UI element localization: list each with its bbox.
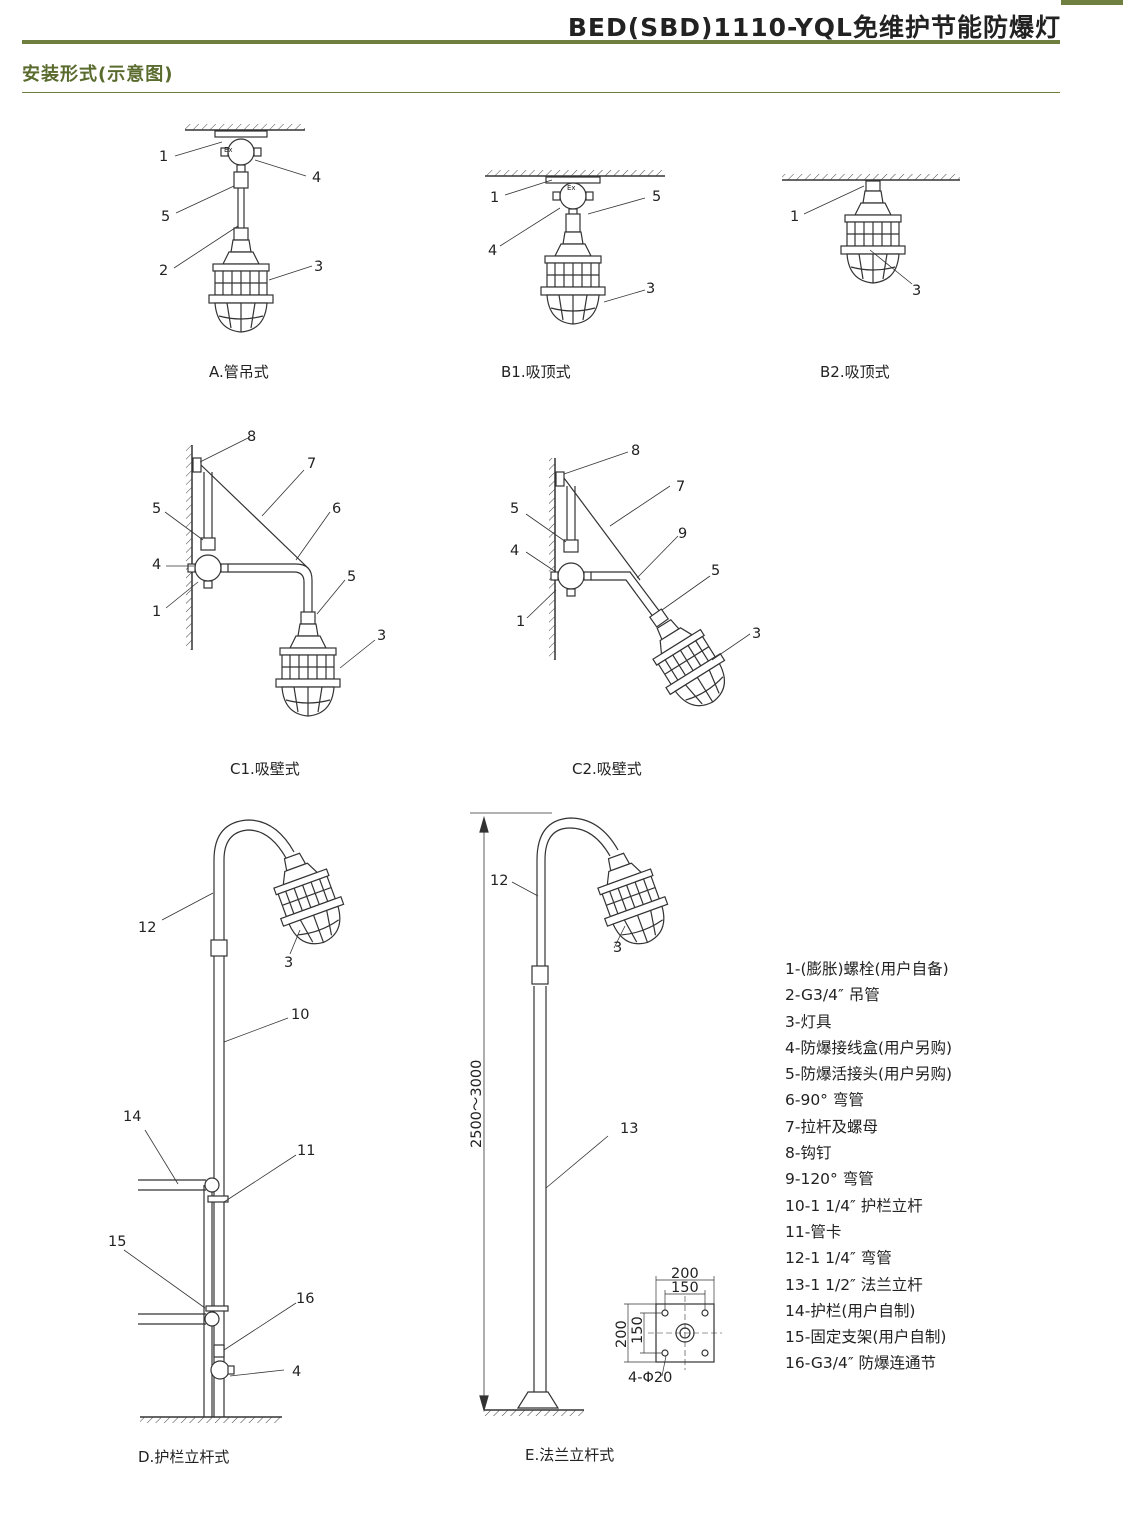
fig-b1-label-4: 4 [488, 243, 497, 259]
ex-mark-b1: Ex [567, 184, 576, 192]
fig-b2-label-1: 1 [790, 209, 799, 225]
fig-a-label-5: 5 [161, 209, 170, 225]
flange-holes: 4-Φ20 [628, 1370, 672, 1386]
caption-d: D.护栏立杆式 [138, 1448, 230, 1466]
flange-outer-height: 200 [614, 1320, 630, 1348]
fig-a-label-1: 1 [159, 149, 168, 165]
legend-item: 16-G3/4″ 防爆连通节 [785, 1354, 937, 1373]
fig-c1-label-3: 3 [377, 628, 386, 644]
header-rule [22, 40, 1060, 44]
fig-e-label-12: 12 [490, 873, 508, 889]
section-rule [22, 92, 1060, 93]
flange-inner-width: 150 [671, 1280, 699, 1296]
fig-c2-label-7: 7 [676, 479, 685, 495]
fig-c1-label-7: 7 [307, 456, 316, 472]
flange-inner-height: 150 [630, 1316, 646, 1344]
section-title: 安装形式(示意图) [22, 64, 174, 85]
fig-a-label-4: 4 [312, 170, 321, 186]
fig-e-label-13: 13 [620, 1121, 638, 1137]
legend-item: 9-120° 弯管 [785, 1170, 874, 1189]
fig-d-label-4: 4 [292, 1364, 301, 1380]
legend-item: 1-(膨胀)螺栓(用户自备) [785, 960, 949, 978]
legend-item: 13-1 1/2″ 法兰立杆 [785, 1275, 923, 1294]
figure-a-pipe-pendant [173, 124, 313, 333]
legend-item: 12-1 1/4″ 弯管 [785, 1249, 892, 1268]
fig-e-label-3: 3 [613, 940, 622, 956]
legend-item: 14-护栏(用户自制) [785, 1301, 916, 1320]
fig-d-label-15: 15 [108, 1234, 126, 1250]
caption-b1: B1.吸顶式 [501, 363, 571, 381]
caption-a: A.管吊式 [209, 363, 269, 381]
fig-c1-label-5a: 5 [152, 501, 161, 517]
fig-a-label-3: 3 [314, 259, 323, 275]
fig-c2-label-5a: 5 [510, 501, 519, 517]
figure-b2-ceiling-mount [782, 174, 960, 285]
fig-d-label-10: 10 [291, 1007, 309, 1023]
fig-c2-label-9: 9 [678, 526, 687, 542]
fig-c2-label-3: 3 [752, 626, 761, 642]
fig-c1-label-8: 8 [247, 429, 256, 445]
ex-mark-a: Ex [224, 146, 233, 154]
legend-item: 7-拉杆及螺母 [785, 1117, 878, 1136]
fig-c1-label-5b: 5 [347, 569, 356, 585]
figure-d-guardrail-pole [123, 819, 355, 1423]
fig-d-label-11: 11 [297, 1143, 315, 1159]
fig-c2-label-8: 8 [631, 443, 640, 459]
legend-item: 2-G3/4″ 吊管 [785, 986, 880, 1005]
figure-c1-wall-mount [164, 437, 376, 717]
fig-b2-label-3: 3 [912, 283, 921, 299]
legend-item: 10-1 1/4″ 护栏立杆 [785, 1196, 923, 1215]
flange-outer-width: 200 [671, 1266, 699, 1282]
legend-item: 11-管卡 [785, 1222, 842, 1241]
fig-b1-label-1: 1 [490, 190, 499, 206]
legend-item: 6-90° 弯管 [785, 1091, 864, 1110]
fig-d-label-12: 12 [138, 920, 156, 936]
fig-b1-label-5: 5 [652, 189, 661, 205]
fig-b1-label-3: 3 [646, 281, 655, 297]
fig-c1-label-1: 1 [152, 604, 161, 620]
parts-legend: 1-(膨胀)螺栓(用户自备) 2-G3/4″ 吊管 3-灯具 4-防爆接线盒(用… [785, 956, 952, 1377]
fig-c1-label-6: 6 [332, 501, 341, 517]
corner-tab [1061, 0, 1123, 5]
figure-b1-ceiling-mount [485, 170, 665, 325]
fig-c2-label-4: 4 [510, 543, 519, 559]
legend-item: 15-固定支架(用户自制) [785, 1328, 947, 1347]
legend-item: 5-防爆活接头(用户另购) [785, 1065, 953, 1084]
fig-c2-label-5b: 5 [711, 563, 720, 579]
caption-c1: C1.吸壁式 [230, 760, 300, 778]
caption-c2: C2.吸壁式 [572, 760, 642, 778]
fig-c1-label-4: 4 [152, 557, 161, 573]
page-title: BED(SBD)1110-YQL免维护节能防爆灯 [567, 13, 1061, 42]
caption-b2: B2.吸顶式 [820, 363, 890, 381]
legend-item: 8-钩钉 [785, 1144, 832, 1163]
fig-a-label-2: 2 [159, 263, 168, 279]
flange-detail [624, 1276, 722, 1377]
figure-c2-wall-mount [525, 451, 751, 720]
legend-item: 3-灯具 [785, 1012, 832, 1031]
fig-c2-label-1: 1 [516, 614, 525, 630]
fig-e-height-dimension: 2500～3000 [469, 1060, 485, 1148]
legend-item: 4-防爆接线盒(用户另购) [785, 1038, 953, 1057]
caption-e: E.法兰立杆式 [525, 1446, 615, 1464]
figure-e-flange-pole [470, 812, 722, 1416]
fig-d-label-3: 3 [284, 955, 293, 971]
fig-d-label-16: 16 [296, 1291, 314, 1307]
fig-d-label-14: 14 [123, 1109, 141, 1125]
